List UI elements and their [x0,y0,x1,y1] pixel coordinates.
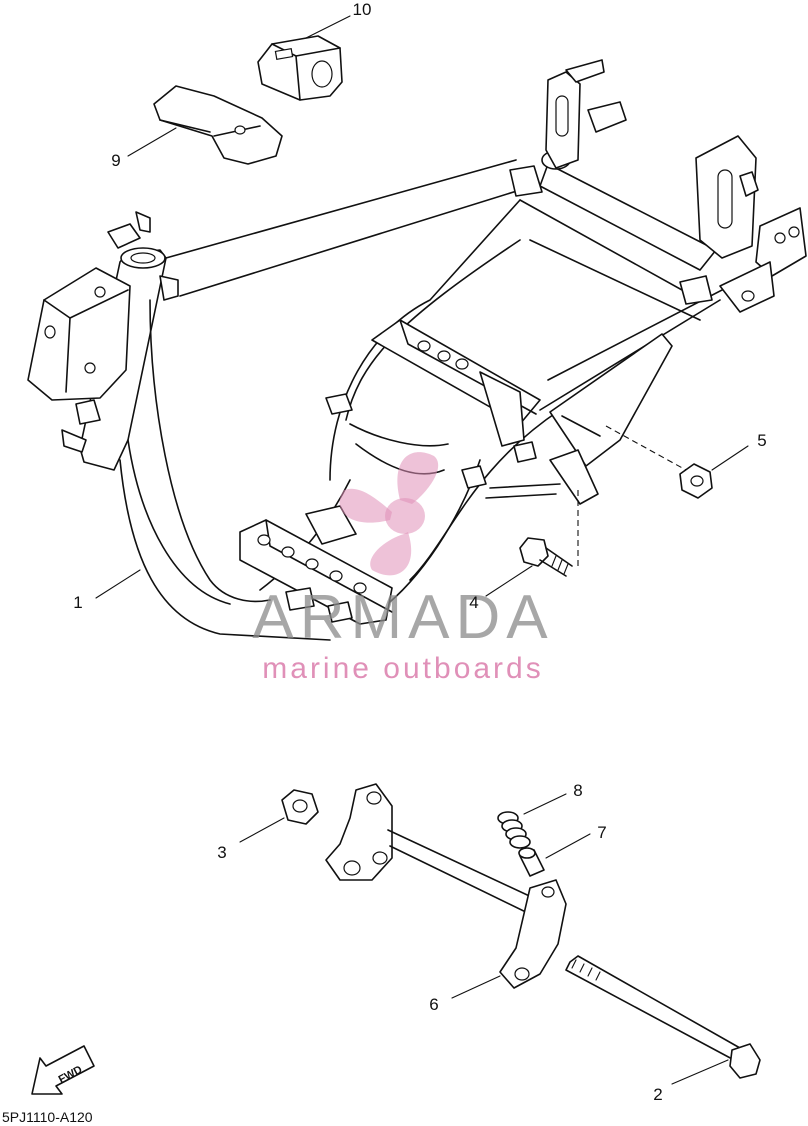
part-6-main-stand [325,783,567,989]
part-10-bracket [257,35,343,101]
brand-name: ARMADA [252,583,553,652]
propeller-logo-icon [339,452,439,576]
fwd-arrow-icon: FWD [31,1045,95,1095]
part-4-bolt [519,490,579,577]
callout-10: 10 [353,0,372,19]
part-2-shaft [565,955,761,1079]
brand-tagline: marine outboards [262,652,543,685]
callout-5: 5 [757,431,766,450]
callouts: 10 9 1 5 4 3 8 7 6 2 [73,0,766,1104]
part-9-plate [153,85,283,165]
callout-7: 7 [597,823,606,842]
part-7-pin [518,847,545,877]
callout-4: 4 [469,593,478,612]
part-1-frame [27,59,807,641]
callout-3: 3 [217,843,226,862]
part-8-spring [497,811,531,849]
part-3-collar [281,789,319,825]
callout-2: 2 [653,1085,662,1104]
callout-6: 6 [429,995,438,1014]
callout-1: 1 [73,593,82,612]
drawing-code: 5PJ1110-A120 [2,1109,93,1125]
part-5-nut [605,425,713,499]
callout-8: 8 [573,781,582,800]
callout-9: 9 [111,151,120,170]
armada-watermark: ARMADA marine outboards [252,452,553,685]
